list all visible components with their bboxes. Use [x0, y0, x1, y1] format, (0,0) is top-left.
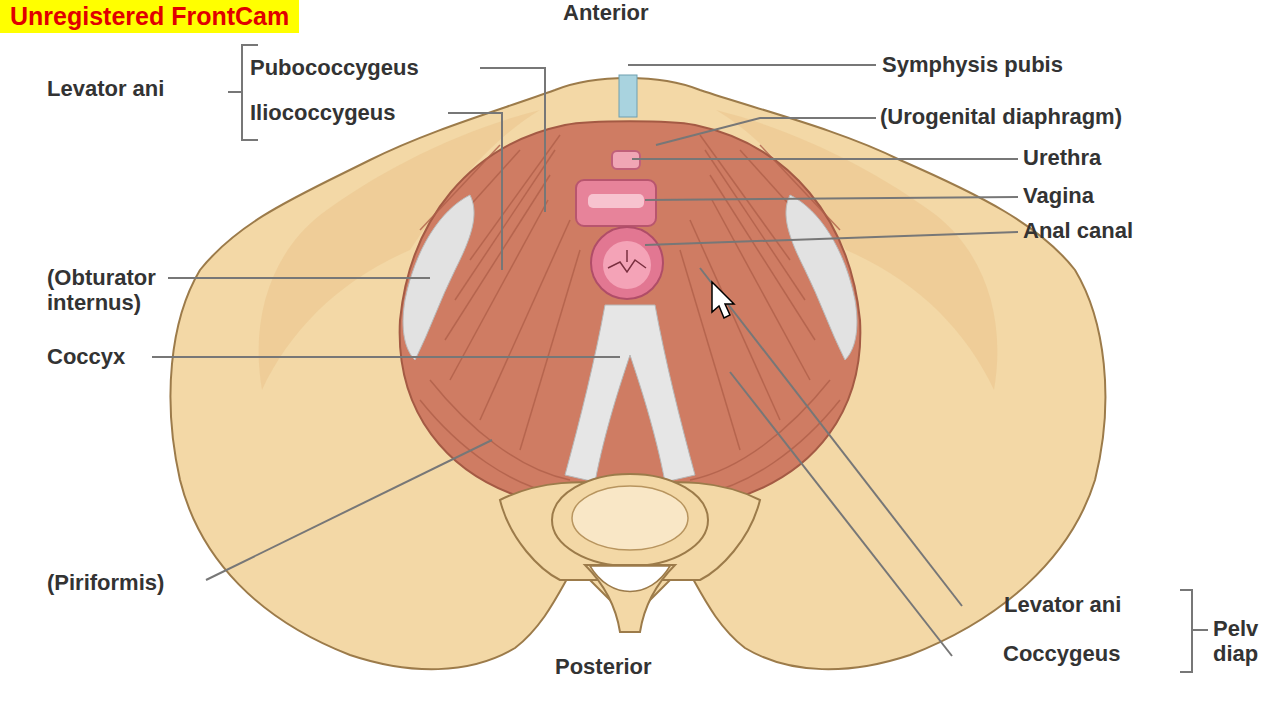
vertebral-foramen — [590, 566, 670, 592]
part-label: Coccygeus — [1003, 641, 1120, 666]
part-label: Coccyx — [47, 344, 125, 369]
part-label: Levator ani — [1004, 592, 1121, 617]
coccyx — [565, 305, 695, 482]
group-label: Levator ani — [47, 76, 164, 101]
anal-folds — [608, 250, 646, 272]
watermark: Unregistered FrontCam — [0, 0, 299, 33]
mouse-cursor — [712, 282, 734, 318]
part-label: (Piriformis) — [47, 570, 164, 595]
group-label: Pelv diap — [1213, 616, 1275, 667]
orientation-label: Posterior — [555, 654, 652, 679]
spinous-process — [585, 565, 675, 632]
obturator-internus-right — [786, 195, 857, 360]
part-label: Anal canal — [1023, 218, 1133, 243]
symphysis-pubis — [619, 75, 637, 117]
pelvis-bone — [170, 78, 1105, 669]
vagina-lumen — [588, 194, 644, 208]
leader-lines — [152, 45, 1208, 672]
part-label: Iliococcygeus — [250, 100, 396, 125]
vagina — [576, 180, 656, 226]
part-label: Urethra — [1023, 145, 1101, 170]
part-label: Vagina — [1023, 183, 1094, 208]
part-label: (Obturator internus) — [47, 265, 207, 316]
muscle-fibers — [420, 135, 840, 495]
vertebral-body-top — [572, 486, 688, 550]
part-label: (Urogenital diaphragm) — [880, 104, 1122, 129]
part-label: Symphysis pubis — [882, 52, 1063, 77]
pelvic-floor-muscle — [400, 121, 861, 500]
part-label: Pubococcygeus — [250, 55, 419, 80]
vertebral-body — [552, 474, 708, 566]
anal-canal — [591, 227, 663, 299]
orientation-label: Anterior — [563, 0, 649, 25]
anal-canal-inner — [603, 241, 651, 289]
